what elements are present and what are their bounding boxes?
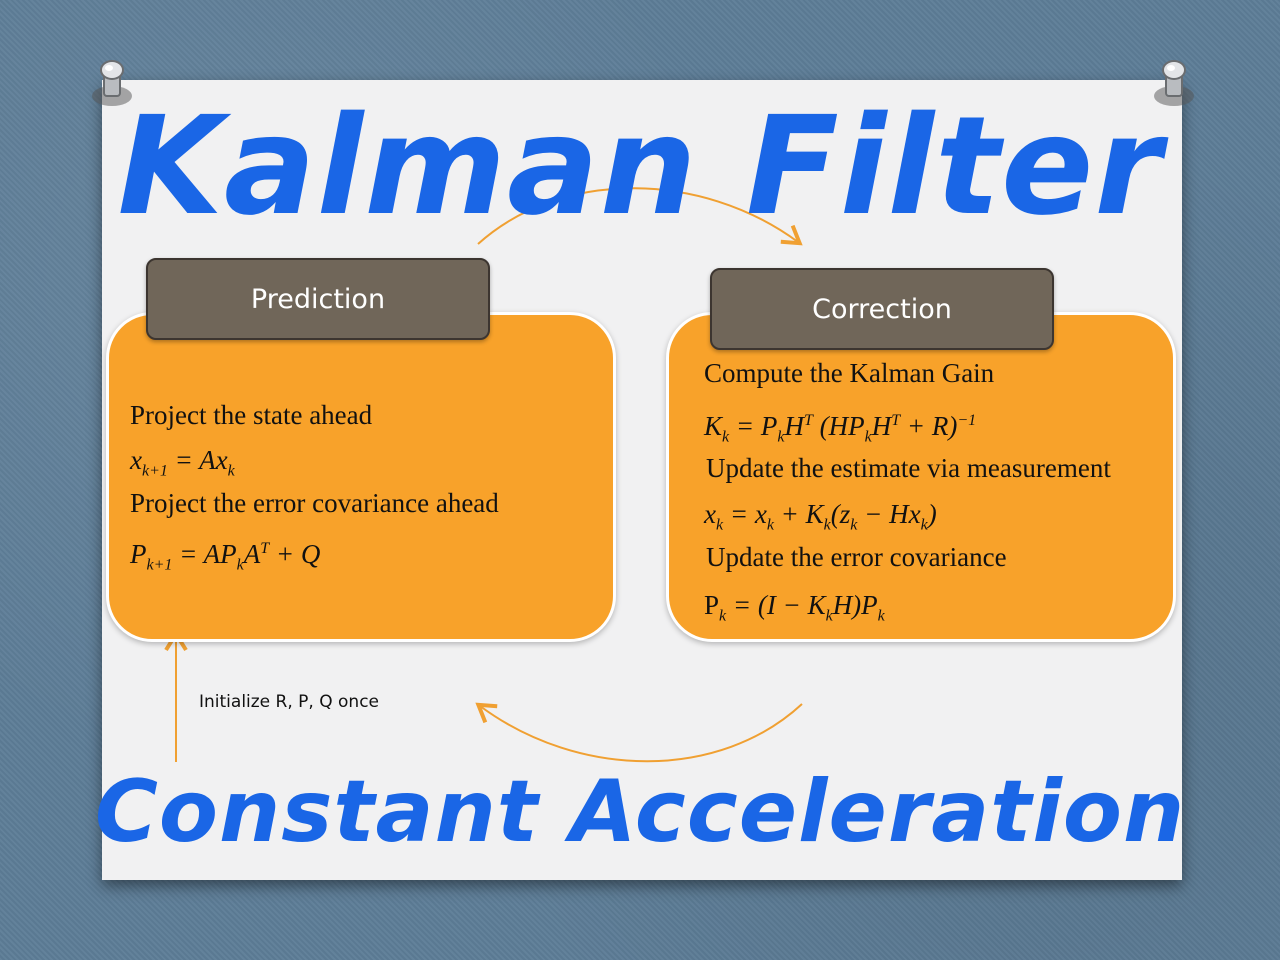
state-update-equation: xk = xk + Kk(zk − Hxk) xyxy=(704,499,937,534)
page-subtitle: Constant Acceleration xyxy=(94,762,1186,862)
correction-panel xyxy=(666,312,1176,642)
pushpin-right-icon xyxy=(1154,60,1194,106)
correction-step-1: Compute the Kalman Gain xyxy=(704,358,995,388)
arrow-prediction-to-correction xyxy=(477,187,803,246)
page-title: Kalman Filter xyxy=(117,88,1163,246)
prediction-step-1: Project the state ahead xyxy=(130,400,373,430)
correction-step-3: Update the error covariance xyxy=(706,542,1007,572)
prediction-state-equation: xk+1 = Axk xyxy=(130,445,235,480)
prediction-panel xyxy=(106,312,616,642)
correction-label: Correction xyxy=(710,268,1054,350)
arrow-correction-to-prediction xyxy=(475,702,803,763)
prediction-step-2: Project the error covariance ahead xyxy=(130,488,499,518)
prediction-label: Prediction xyxy=(146,258,490,340)
correction-step-2: Update the estimate via measurement xyxy=(706,453,1111,483)
init-note: Initialize R, P, Q once xyxy=(199,692,379,712)
pushpin-left-icon xyxy=(92,60,132,106)
covariance-update-equation: Pk = (I − KkH)Pk xyxy=(704,590,885,625)
prediction-covariance-equation: Pk+1 = APkAT + Q xyxy=(130,539,321,574)
kalman-gain-equation: Kk = PkHT (HPkHT + R)−1 xyxy=(704,411,977,446)
